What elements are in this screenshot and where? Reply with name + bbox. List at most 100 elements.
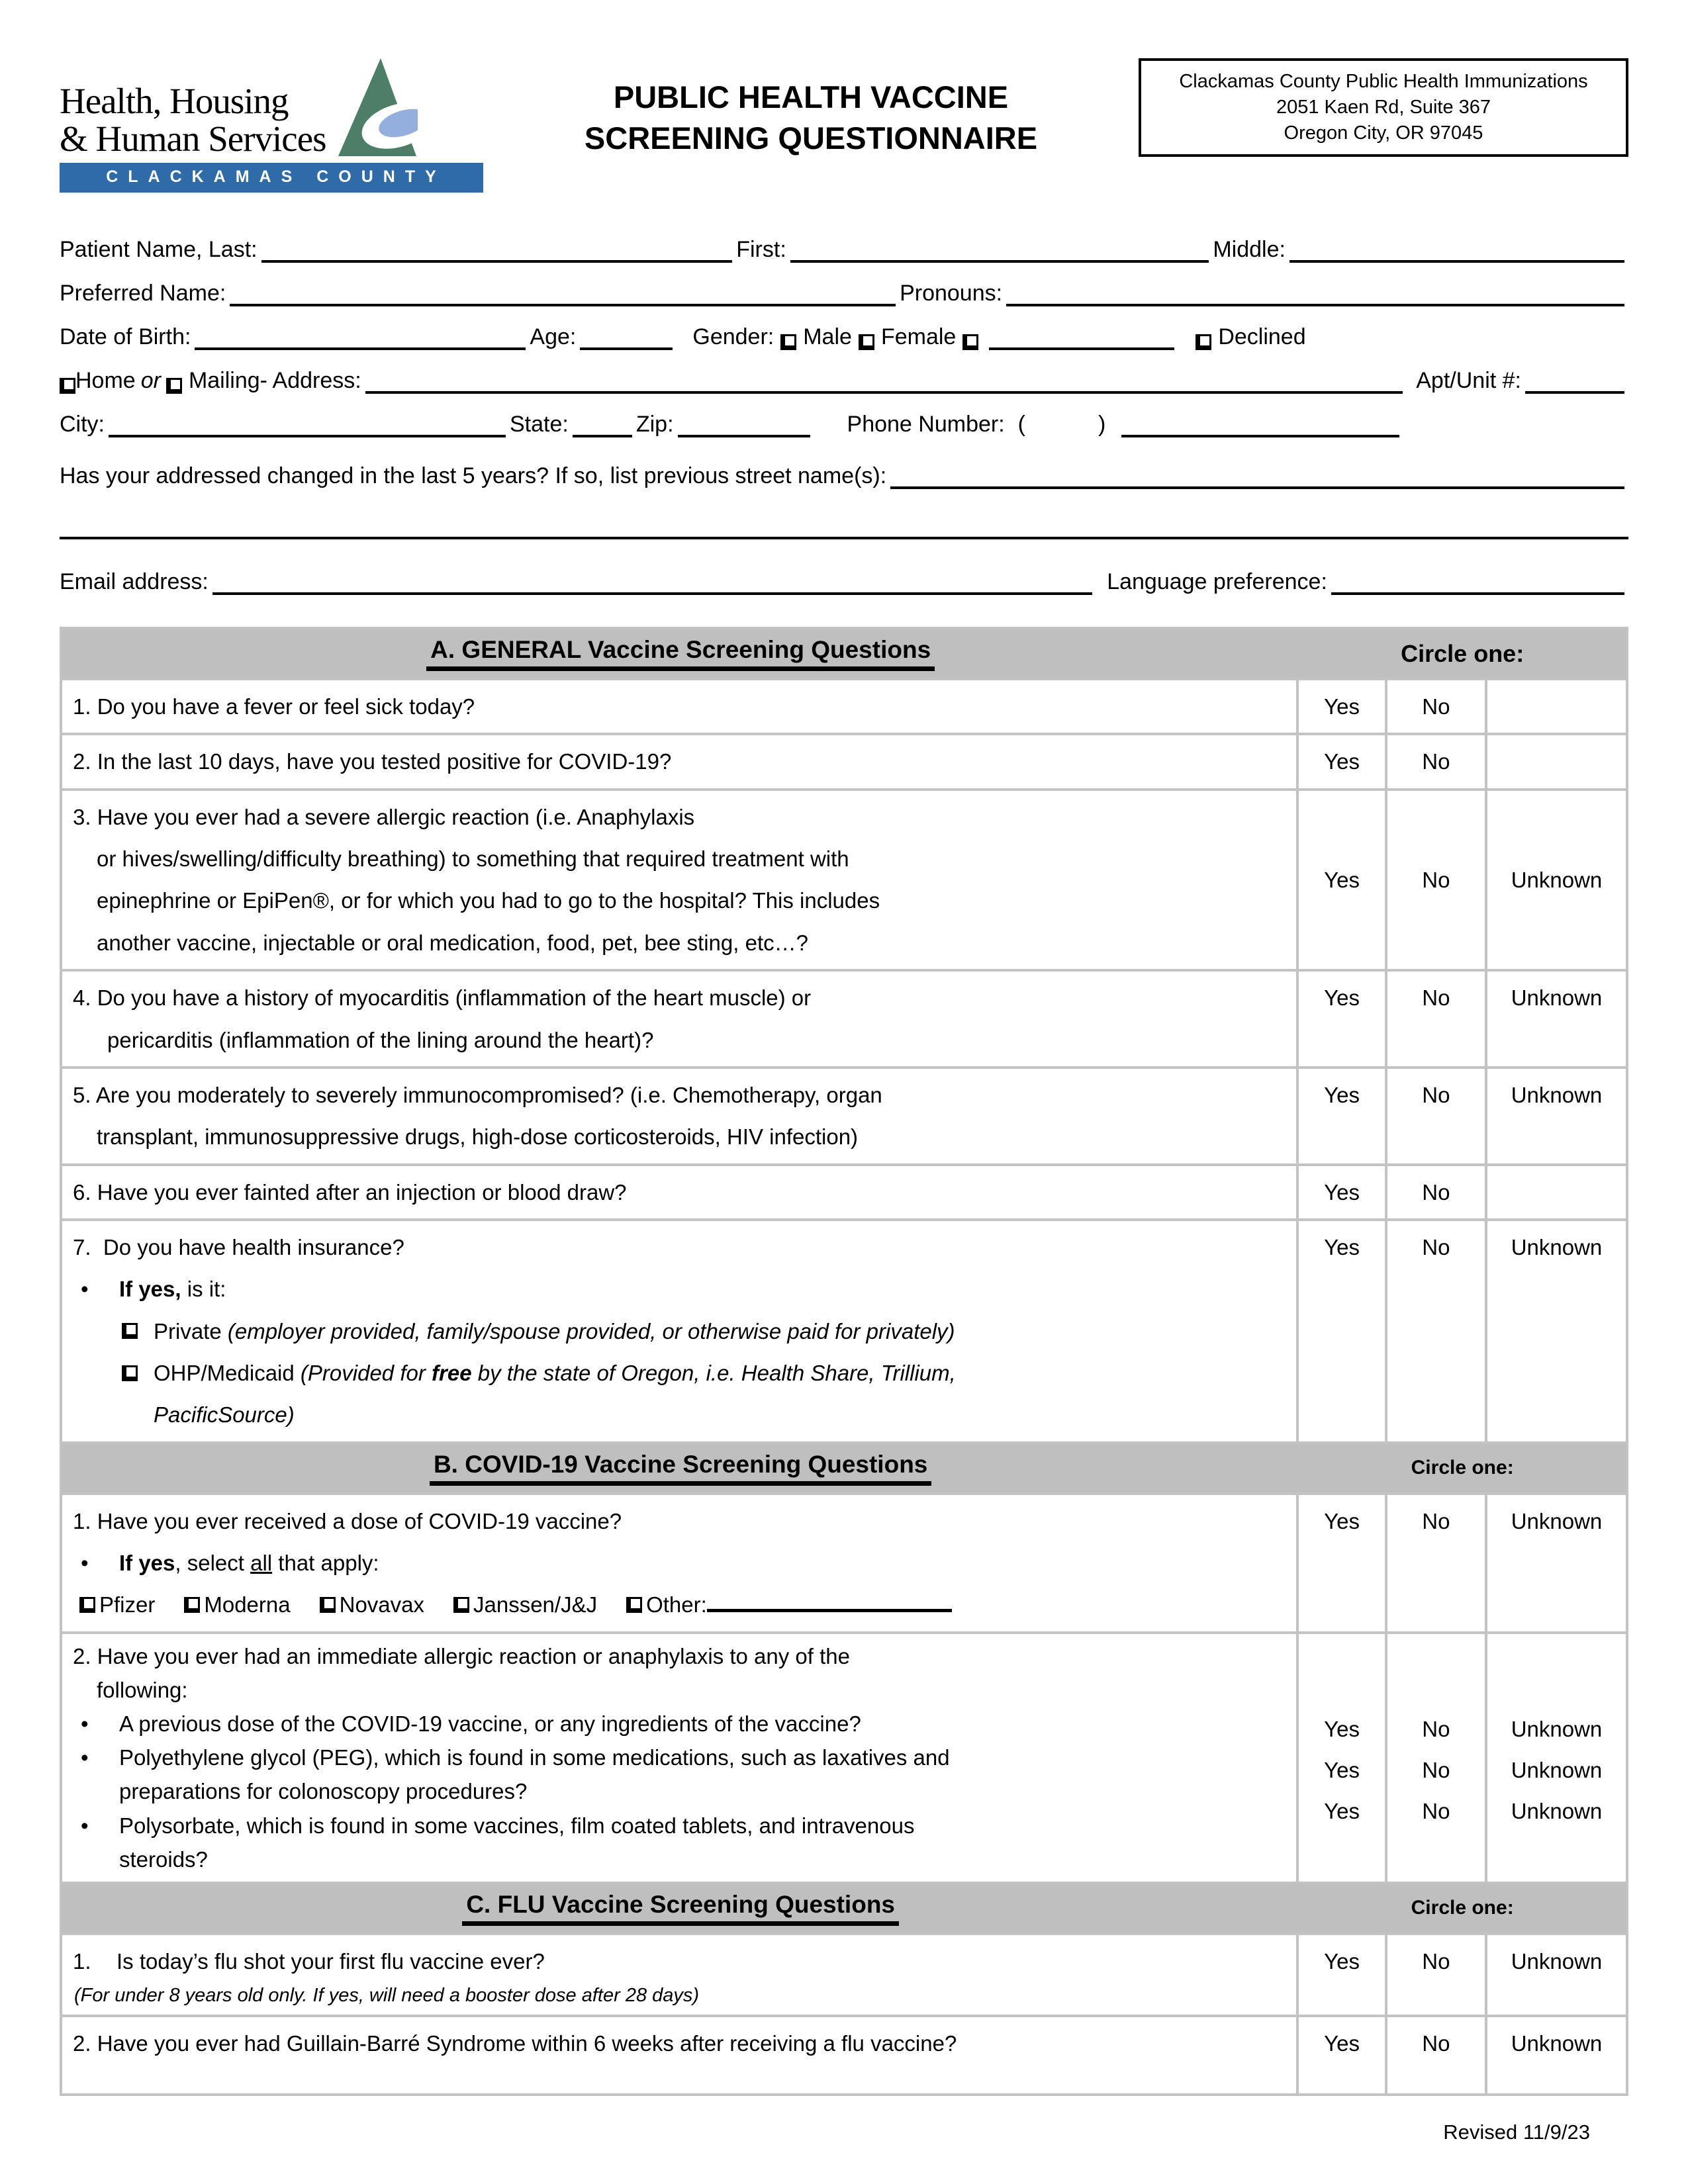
answer-a4-yes[interactable]: Yes [1299, 972, 1387, 1066]
novavax-checkbox-icon[interactable] [319, 1597, 336, 1614]
apt-unit-field[interactable] [1525, 365, 1624, 394]
answer-c2-yes[interactable]: Yes [1299, 2017, 1387, 2094]
question-row-c1: 1. Is today’s flu shot your first flu va… [62, 1934, 1626, 2017]
janssen-checkbox-icon[interactable] [453, 1597, 469, 1614]
answer-b2-no-column[interactable]: No No No [1387, 1633, 1487, 1882]
answer-a3-unknown[interactable]: Unknown [1511, 867, 1603, 892]
phone-number-field[interactable] [1121, 408, 1400, 437]
other-checkbox-icon[interactable] [626, 1597, 643, 1614]
gender-declined-checkbox-icon[interactable] [1196, 334, 1212, 350]
previous-street-field[interactable] [890, 460, 1624, 489]
gender-other-checkbox-icon[interactable] [962, 334, 979, 350]
question-a4: 4. Do you have a history of myocarditis … [62, 972, 1299, 1066]
moderna-checkbox-icon[interactable] [184, 1597, 201, 1614]
a7-if-yes-bullet: • If yes, is it: [73, 1268, 1286, 1310]
answer-a2-no[interactable]: No [1387, 735, 1487, 788]
question-a7: 7. Do you have health insurance? • If ye… [62, 1220, 1299, 1441]
phone-label: Phone Number: [847, 412, 1005, 437]
zip-field[interactable] [677, 408, 810, 437]
answer-b1-yes[interactable]: Yes [1299, 1494, 1387, 1631]
answer-a7-unknown[interactable]: Unknown [1511, 1234, 1603, 1259]
private-checkbox-icon[interactable] [122, 1323, 138, 1340]
answer-c2-unknown[interactable]: Unknown [1511, 2030, 1603, 2056]
screening-questions-table: A. GENERAL Vaccine Screening Questions C… [60, 627, 1628, 2097]
answer-a6-yes[interactable]: Yes [1299, 1165, 1387, 1218]
answer-b1-unknown[interactable]: Unknown [1511, 1508, 1603, 1533]
previous-street-field-2[interactable] [60, 510, 1628, 539]
b2-bullet-2: • Polyethylene glycol (PEG), which is fo… [73, 1741, 1286, 1808]
age-field[interactable] [580, 321, 673, 350]
b2-bullet-3: • Polysorbate, which is found in some va… [73, 1809, 1286, 1876]
address-change-line: Has your addressed changed in the last 5… [60, 445, 1628, 489]
female-checkbox-icon[interactable] [858, 334, 874, 350]
dob-label: Date of Birth: [60, 324, 191, 349]
gender-other-field[interactable] [989, 321, 1175, 350]
answer-a3-no[interactable]: No [1387, 790, 1487, 970]
dob-field[interactable] [195, 321, 526, 350]
last-name-label: Patient Name, Last: [60, 237, 258, 262]
section-b-header-row: B. COVID-19 Vaccine Screening Questions … [62, 1443, 1626, 1495]
answer-a5-yes[interactable]: Yes [1299, 1068, 1387, 1163]
preferred-name-field[interactable] [230, 277, 896, 306]
answer-c1-no[interactable]: No [1387, 1934, 1487, 2015]
answer-b1-no[interactable]: No [1387, 1494, 1487, 1631]
first-name-field[interactable] [790, 234, 1209, 263]
bullet-icon: • [81, 1277, 89, 1302]
question-row-a7: 7. Do you have health insurance? • If ye… [62, 1220, 1626, 1444]
female-label: Female [880, 324, 957, 349]
mailing-address-label: Mailing- Address: [188, 368, 361, 393]
email-field[interactable] [212, 566, 1093, 595]
answer-c1-yes[interactable]: Yes [1299, 1934, 1387, 2015]
answer-c2-no[interactable]: No [1387, 2017, 1487, 2094]
answer-a1-no[interactable]: No [1387, 680, 1487, 733]
question-row-a6: 6. Have you ever fainted after an inject… [62, 1165, 1626, 1221]
patient-info-section: Patient Name, Last: First: Middle: Prefe… [60, 219, 1628, 595]
question-row-c2: 2. Have you ever had Guillain-Barré Synd… [62, 2017, 1626, 2094]
answer-b2-unknown-column[interactable]: Unknown Unknown Unknown [1511, 1717, 1603, 1823]
state-field[interactable] [572, 408, 632, 437]
question-b1: 1. Have you ever received a dose of COVI… [62, 1494, 1299, 1631]
declined-label: Declined [1218, 324, 1306, 349]
answer-a2-yes[interactable]: Yes [1299, 735, 1387, 788]
answer-c1-unknown[interactable]: Unknown [1511, 1948, 1603, 1974]
pronouns-field[interactable] [1006, 277, 1624, 306]
answer-a2-unknown[interactable] [1487, 735, 1626, 788]
b2-bullet-1: • A previous dose of the COVID-19 vaccin… [73, 1707, 1286, 1741]
pronouns-label: Pronouns: [900, 281, 1003, 306]
clinic-city: Oregon City, OR 97045 [1284, 122, 1483, 144]
answer-a7-yes[interactable]: Yes [1299, 1220, 1387, 1441]
answer-a6-no[interactable]: No [1387, 1165, 1487, 1218]
other-vaccine-field[interactable] [706, 1585, 952, 1613]
answer-a3-yes[interactable]: Yes [1299, 790, 1387, 970]
answer-a6-unknown[interactable] [1487, 1166, 1626, 1218]
name-line: Patient Name, Last: First: Middle: [60, 219, 1628, 263]
male-label: Male [803, 324, 852, 349]
question-a5: 5. Are you moderately to severely immuno… [62, 1068, 1299, 1163]
language-preference-field[interactable] [1331, 566, 1625, 595]
section-c-header-row: C. FLU Vaccine Screening Questions Circl… [62, 1884, 1626, 1935]
answer-a4-unknown[interactable]: Unknown [1511, 985, 1603, 1011]
answer-a5-unknown[interactable]: Unknown [1511, 1082, 1603, 1107]
answer-a1-yes[interactable]: Yes [1299, 680, 1387, 733]
middle-name-field[interactable] [1289, 234, 1624, 263]
male-checkbox-icon[interactable] [780, 334, 797, 350]
county-banner: CLACKAMAS COUNTY [60, 163, 483, 193]
last-name-field[interactable] [261, 234, 733, 263]
address-line: Home or Mailing- Address: Apt/Unit #: [60, 350, 1628, 394]
mailing-checkbox-icon[interactable] [165, 378, 182, 394]
pfizer-checkbox-icon[interactable] [79, 1597, 95, 1614]
answer-a7-no[interactable]: No [1387, 1220, 1487, 1441]
answer-b2-yes-column[interactable]: Yes Yes Yes [1299, 1633, 1387, 1882]
agency-name-line2: & Human Services [60, 118, 327, 159]
city-field[interactable] [109, 408, 506, 437]
home-checkbox-icon[interactable] [60, 378, 75, 394]
section-b-circle-one-label: Circle one: [1411, 1457, 1514, 1479]
ohp-medicaid-checkbox-icon[interactable] [122, 1365, 138, 1381]
answer-a4-no[interactable]: No [1387, 972, 1487, 1066]
first-name-label: First: [736, 237, 786, 262]
street-address-field[interactable] [365, 365, 1403, 394]
answer-a5-no[interactable]: No [1387, 1068, 1487, 1163]
age-label: Age: [530, 324, 577, 349]
question-row-a5: 5. Are you moderately to severely immuno… [62, 1068, 1626, 1166]
answer-a1-unknown[interactable] [1487, 680, 1626, 733]
